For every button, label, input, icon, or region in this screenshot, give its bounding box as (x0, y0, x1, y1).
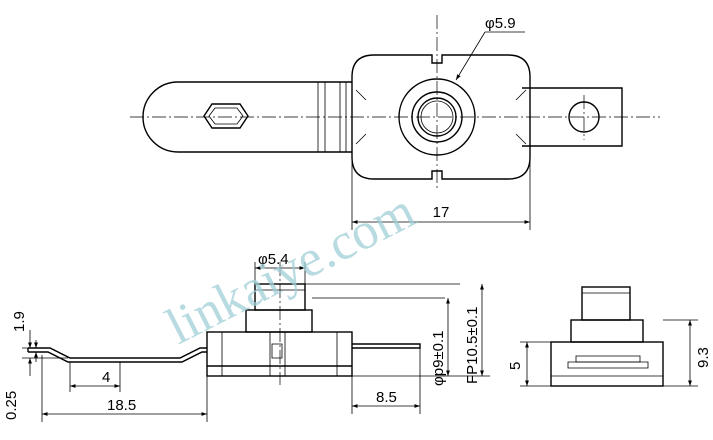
switch-body-plate (351, 54, 531, 180)
left-terminal-outline (142, 81, 352, 153)
side-neck (570, 319, 644, 343)
side-slot-lower (567, 361, 649, 369)
terminal-thickness-label: 0.25 (3, 391, 20, 420)
right-lead-label: 8.5 (376, 389, 397, 406)
button-diameter-label: φ5.4 (258, 251, 289, 268)
body-diameter-label: φp9±0.1 (430, 331, 447, 387)
terminal-slot-outer (203, 103, 249, 129)
button-core (420, 100, 454, 134)
hole-leader (455, 31, 486, 81)
button-inner-ring (417, 97, 457, 137)
side-view: 5 9.3 (507, 286, 712, 387)
top-hole-diameter-label: φ5.9 (485, 15, 516, 32)
top-body-width-label: 17 (433, 204, 450, 221)
button-outer-ring (398, 78, 476, 156)
terminal-grooves (317, 82, 347, 152)
side-slot-upper (575, 355, 641, 363)
top-view: φ5.9 17 (130, 15, 660, 230)
front-body (206, 331, 353, 377)
watermark-text: linkaiye.com (158, 182, 424, 355)
right-tab-hole (568, 101, 600, 133)
terminal-offset-label: 1.9 (11, 311, 28, 332)
flange-diameter-label: FP10.5±0.1 (464, 307, 481, 384)
terminal-step-label: 4 (102, 369, 110, 386)
front-body-window (271, 343, 283, 359)
button-middle-ring (411, 91, 463, 143)
plate-corner-marks (355, 89, 527, 145)
terminal-slot-inner (208, 107, 244, 125)
side-body (550, 341, 664, 387)
side-height-label: 9.3 (695, 347, 712, 368)
side-button (581, 286, 631, 321)
side-body-height-label: 5 (507, 362, 524, 370)
front-body-details (221, 332, 338, 376)
right-lead (352, 343, 421, 349)
front-view: φ5.4 φp9±0.1 FP10.5±0.1 1.9 0.25 4 18.5 (3, 251, 490, 422)
terminal-length-label: 18.5 (107, 397, 136, 414)
terminal-lower-edge (28, 351, 207, 363)
right-tab-outline (522, 87, 623, 147)
